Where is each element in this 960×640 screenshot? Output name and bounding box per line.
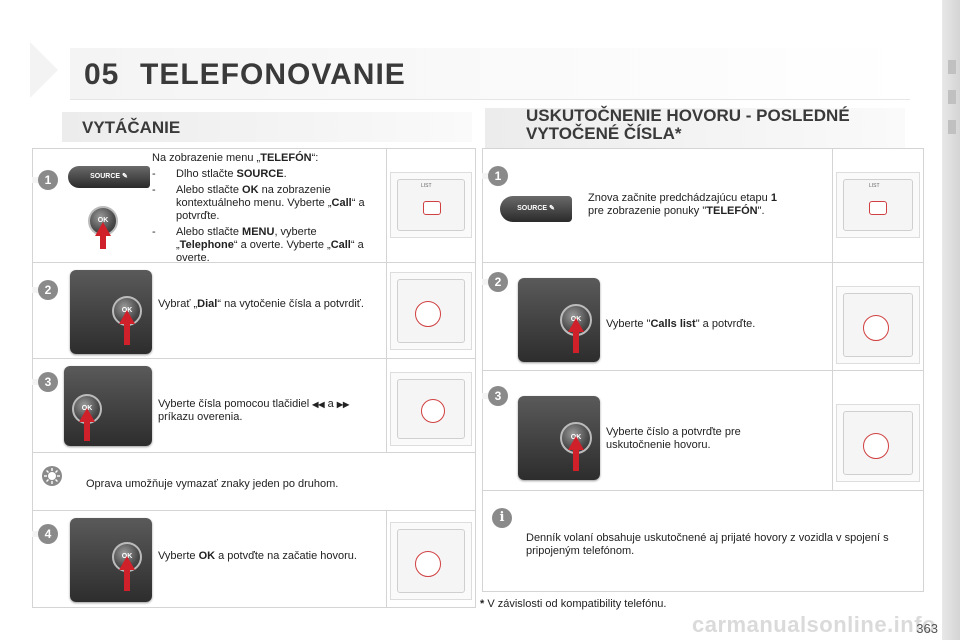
rs2t1: Vyberte "	[606, 318, 651, 330]
step-number-3: 3	[482, 386, 508, 406]
right-step3-text: Vyberte číslo a potvrďte pre uskutočneni…	[606, 426, 741, 451]
s4t2: OK	[198, 550, 216, 562]
console-thumbnail	[836, 286, 920, 364]
list-label: LIST	[869, 183, 880, 189]
s3t1: Vyberte čísla pomocou tlačidiel	[158, 398, 313, 410]
right-section-header	[485, 108, 905, 148]
press-arrow-icon	[119, 310, 135, 324]
s3t2: a	[324, 398, 337, 410]
press-arrow-icon	[79, 408, 95, 422]
step4-text: Vyberte OK a potvďte na začatie hovoru.	[158, 550, 378, 563]
rs1t5: ".	[757, 205, 765, 217]
right-step1-text: Znova začnite predchádzajúcu etapu 1 pre…	[588, 192, 788, 218]
b3b: MENU	[242, 226, 275, 238]
b3d: Telephone	[179, 239, 234, 251]
b1b: SOURCE	[236, 168, 284, 180]
watermark: carmanualsonline.info	[692, 612, 936, 637]
page-edge-strip	[942, 0, 960, 640]
page-number: 363	[916, 621, 938, 636]
step1-intro: Na zobrazenie menu „TELEFÓN“:	[152, 152, 372, 165]
b3g: “ a overte.	[176, 239, 364, 264]
step1-intro-a: Na zobrazenie menu „	[152, 152, 261, 164]
b3a: Alebo stlačte	[176, 226, 243, 238]
step2-text: Vybrať „Dial“ na vytočenie čísla a potvr…	[158, 298, 378, 311]
left-section-title: VYTÁČANIE	[82, 118, 181, 137]
s3t3: príkazu overenia.	[158, 411, 243, 423]
step-number-1: 1	[32, 170, 58, 190]
footnote: * V závislosti od kompatibility telefónu…	[480, 598, 667, 610]
press-arrow-icon	[568, 436, 584, 450]
rs1t3: pre zobrazenie ponuky "	[588, 205, 707, 217]
b1c: .	[283, 168, 287, 180]
rs1t2: 1	[770, 192, 777, 204]
source-label: SOURCE	[517, 205, 548, 212]
b2a: Alebo stlačte	[176, 184, 243, 196]
b2d: Call	[331, 197, 352, 209]
info-icon: i	[492, 508, 512, 528]
right-section-title-2: VYTOČENÉ ČÍSLA*	[526, 124, 682, 143]
footnote-text: V závislosti od kompatibility telefónu.	[487, 598, 667, 610]
source-label: SOURCE	[90, 173, 121, 180]
rewind-icon: ◀◀	[312, 400, 325, 409]
b3e: “ a overte. Vyberte „	[233, 239, 331, 251]
s2t3: “ na vytočenie čísla a potvrdiť.	[217, 298, 364, 310]
ok-label: OK	[97, 217, 109, 224]
source-button-graphic: SOURCE ✎	[68, 166, 150, 188]
forward-icon: ▶▶	[336, 400, 350, 409]
b1a: Dlho stlačte	[176, 168, 237, 180]
rs1t1: Znova začnite predchádzajúcu etapu	[588, 192, 771, 204]
s4t3: a potvďte na začatie hovoru.	[215, 550, 357, 562]
press-arrow-icon	[95, 222, 111, 236]
source-button-graphic: SOURCE ✎	[500, 196, 572, 222]
step1-bullet1: Dlho stlačte SOURCE.	[176, 168, 376, 181]
rs1t4: TELEFÓN	[706, 205, 758, 217]
b2e: “ a potvrďte.	[176, 197, 365, 222]
s2t2: Dial	[197, 298, 218, 310]
tip-text: Oprava umožňuje vymazať znaky jeden po d…	[86, 478, 339, 490]
step-number-3: 3	[32, 372, 58, 392]
footnote-star: *	[480, 598, 485, 610]
step-number-4: 4	[32, 524, 58, 544]
step3-text: Vyberte čísla pomocou tlačidiel ◀◀ a ▶▶ …	[158, 398, 378, 424]
step1-intro-c: “:	[311, 152, 319, 164]
press-arrow-icon	[119, 556, 135, 570]
b3c: , vyberte „	[176, 226, 317, 251]
console-thumbnail: LIST	[390, 172, 472, 238]
console-thumbnail	[390, 522, 472, 600]
right-section-title-1: USKUTOČNENIE HOVORU - POSLEDNÉ	[526, 106, 850, 125]
b2c: na zobrazenie kontextuálneho menu. Vyber…	[176, 184, 332, 209]
chapter-number: 05	[84, 58, 120, 91]
console-thumbnail: LIST	[836, 172, 920, 238]
rs2t2: Calls list	[650, 318, 696, 330]
list-label: LIST	[421, 183, 432, 189]
info-text: Denník volaní obsahuje uskutočnené aj pr…	[526, 532, 889, 557]
step-number-1: 1	[482, 166, 508, 186]
rs2t3: " a potvrďte.	[695, 318, 756, 330]
step1-bullet2: Alebo stlačte OK na zobrazenie kontextuá…	[176, 184, 376, 223]
b2b: OK	[242, 184, 259, 196]
chapter-title: TELEFONOVANIE	[140, 58, 406, 91]
tip-sun-icon	[42, 466, 62, 486]
step-number-2: 2	[32, 280, 58, 300]
s4t1: Vyberte	[158, 550, 199, 562]
b3f: Call	[330, 239, 351, 251]
step-number-2: 2	[482, 272, 508, 292]
left-section-header	[62, 112, 472, 142]
right-step2-text: Vyberte "Calls list" a potvrďte.	[606, 318, 826, 331]
chapter-header-band	[70, 48, 910, 100]
step1-bullet3: Alebo stlačte MENU, vyberte „Telephone“ …	[176, 226, 376, 265]
step1-intro-b: TELEFÓN	[260, 152, 312, 164]
press-arrow-icon	[568, 318, 584, 332]
chapter-chevron	[30, 42, 58, 98]
console-thumbnail	[836, 404, 920, 482]
console-thumbnail	[390, 372, 472, 446]
console-thumbnail	[390, 272, 472, 350]
s2t1: Vybrať „	[158, 298, 198, 310]
